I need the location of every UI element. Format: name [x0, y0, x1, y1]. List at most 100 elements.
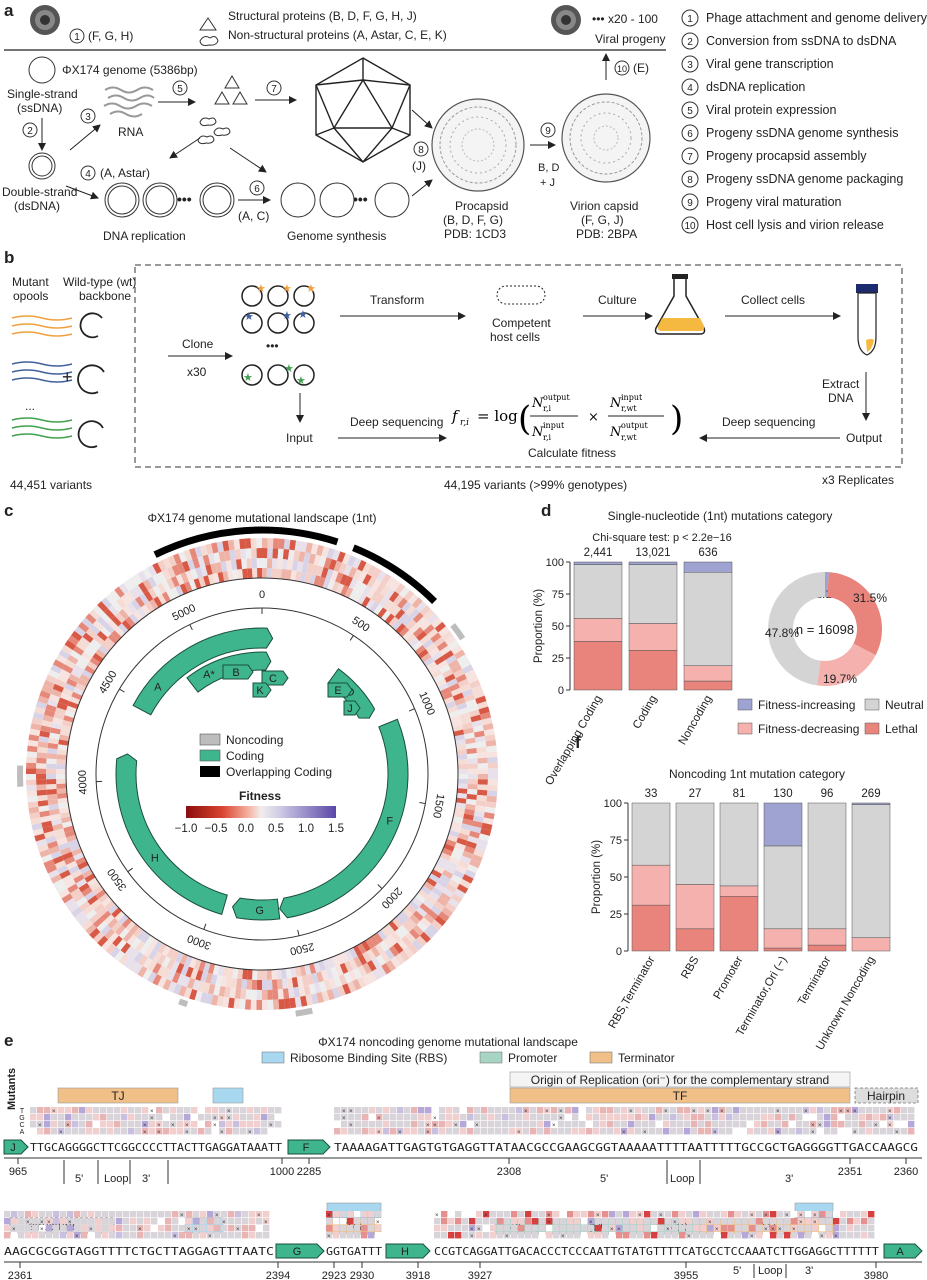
landscape-cell	[107, 917, 119, 929]
grid-cell	[263, 1211, 270, 1218]
grid-cell	[838, 1114, 845, 1121]
landscape-cell	[220, 976, 228, 987]
grid-cell	[670, 1121, 677, 1128]
grid-cell	[861, 1211, 868, 1218]
landscape-cell	[95, 889, 107, 900]
grid-cell	[887, 1114, 894, 1121]
landscape-cell	[48, 693, 61, 703]
bar-fitness-increasing	[628, 561, 678, 565]
svg-text:3': 3'	[785, 1173, 793, 1185]
cloud-icon	[199, 36, 219, 46]
landscape-cell	[311, 564, 319, 576]
grid-cell	[44, 1107, 51, 1114]
grid-cell	[25, 1232, 32, 1239]
grid-cell	[558, 1128, 565, 1135]
grid-cell	[200, 1218, 207, 1225]
gene-arc-K	[252, 682, 272, 698]
landscape-cell	[486, 751, 498, 758]
landscape-cell	[466, 674, 479, 684]
grid-x: ×	[173, 1234, 177, 1240]
grid-cell	[544, 1107, 551, 1114]
grid-cell	[102, 1218, 109, 1225]
grid-cell	[616, 1232, 623, 1239]
grid-cell	[586, 1107, 593, 1114]
landscape-cell	[36, 784, 47, 791]
landscape-cell	[443, 843, 455, 852]
grid-cell	[474, 1121, 481, 1128]
landscape-cell	[125, 920, 136, 932]
grid-cell	[908, 1121, 915, 1128]
grid-cell	[165, 1232, 172, 1239]
bar-count: 269	[861, 788, 880, 800]
grid-cell	[812, 1225, 819, 1232]
grid-cell	[151, 1225, 158, 1232]
grid-cell	[733, 1114, 740, 1121]
landscape-cell	[241, 979, 248, 990]
grid-cell	[455, 1218, 462, 1225]
virion-proteins: (F, G, J)	[581, 213, 624, 227]
landscape-cell	[383, 599, 394, 611]
landscape-cell	[56, 788, 67, 794]
landscape-cell	[459, 879, 471, 889]
landscape-cell	[388, 945, 400, 957]
svg-text:r,i: r,i	[543, 404, 551, 413]
landscape-cell	[200, 992, 208, 1004]
grid-cell	[186, 1232, 193, 1239]
landscape-cell	[230, 559, 238, 571]
landscape-cell	[144, 935, 155, 947]
landscape-cell	[462, 850, 474, 860]
grid-cell	[495, 1114, 502, 1121]
landscape-cell	[483, 728, 495, 736]
grid-cell	[214, 1211, 221, 1218]
landscape-cell	[170, 960, 180, 973]
grid-cell	[102, 1232, 109, 1239]
landscape-cell	[37, 800, 49, 807]
landscape-cell	[81, 886, 93, 897]
grid-cell	[677, 1107, 684, 1114]
landscape-cell	[325, 968, 334, 980]
grid-x: ×	[477, 1227, 481, 1233]
y-tick-label: 100	[546, 557, 564, 569]
pos-tick-label: 2308	[497, 1166, 521, 1178]
grid-cell	[205, 1114, 212, 1121]
landscape-cell	[48, 845, 61, 855]
landscape-cell	[170, 949, 180, 961]
grid-cell	[156, 1107, 163, 1114]
gene-label-C: C	[269, 673, 277, 685]
landscape-cell	[331, 549, 341, 561]
landscape-cell	[75, 878, 88, 888]
grid-cell	[719, 1107, 726, 1114]
grid-cell	[523, 1128, 530, 1135]
grid-cell	[854, 1225, 861, 1232]
grid-cell	[649, 1114, 656, 1121]
landscape-cell	[398, 626, 410, 638]
grid-cell	[58, 1128, 65, 1135]
grid-cell	[100, 1114, 107, 1121]
grid-cell	[623, 1225, 630, 1232]
nt-label: G	[19, 1115, 24, 1122]
grid-cell	[504, 1232, 511, 1239]
grid-cell	[826, 1211, 833, 1218]
landscape-cell	[225, 977, 233, 988]
grid-cell	[18, 1211, 25, 1218]
grid-cell	[51, 1107, 58, 1114]
grid-x: ×	[517, 1130, 521, 1136]
landscape-cell	[427, 613, 439, 625]
grid-cell	[263, 1218, 270, 1225]
panel-label-f: f	[575, 733, 581, 752]
landscape-cell	[227, 570, 234, 581]
landscape-cell	[39, 849, 51, 858]
grid-x: ×	[38, 1123, 42, 1129]
panel-label-c: c	[4, 501, 13, 520]
bar-neutral	[683, 571, 733, 666]
grid-cell	[355, 1107, 362, 1114]
landscape-cell	[203, 575, 211, 587]
grid-cell	[511, 1225, 518, 1232]
landscape-cell	[362, 962, 372, 975]
landscape-cell	[276, 979, 283, 990]
grid-cell	[726, 1121, 733, 1128]
landscape-cell	[381, 926, 391, 938]
grid-cell	[191, 1121, 198, 1128]
grid-cell	[151, 1218, 158, 1225]
landscape-cell	[139, 943, 150, 955]
